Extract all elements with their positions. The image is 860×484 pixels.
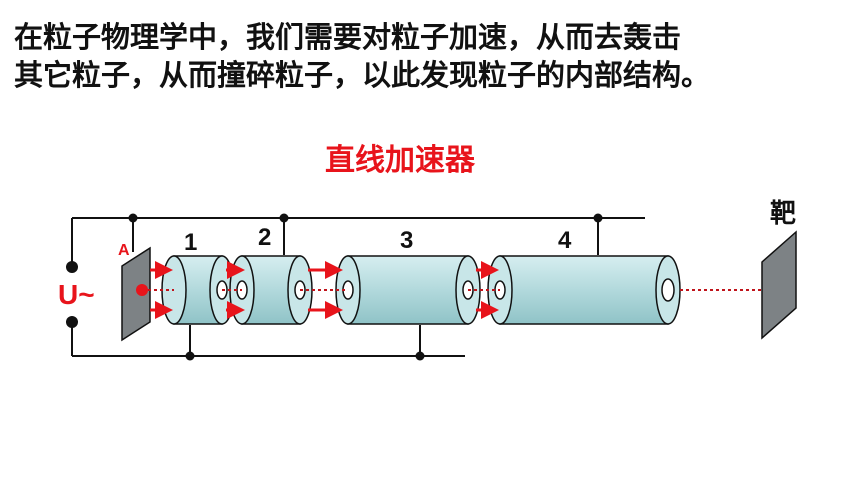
- intro-line-2: 其它粒子，从而撞碎粒子，以此发现粒子的内部结构。: [14, 58, 711, 92]
- target-label: 靶: [770, 198, 796, 228]
- electrode-label: A: [118, 242, 130, 259]
- intro-line-1: 在粒子物理学中，我们需要对粒子加速，从而去轰击: [14, 20, 682, 54]
- intro-text: 在粒子物理学中，我们需要对粒子加速，从而去轰击 其它粒子，从而撞碎粒子，以此发现…: [14, 18, 860, 94]
- tube-label-2: 2: [258, 224, 271, 251]
- wire-junctions: [128, 213, 603, 361]
- tube-label-3: 3: [400, 227, 413, 254]
- tube-label-4: 4: [558, 227, 572, 254]
- tube-label-1: 1: [184, 229, 197, 256]
- wires: [71, 217, 645, 357]
- electrode-plate-a: [121, 246, 151, 342]
- drift-tube-3: [335, 255, 481, 325]
- source-label: U~: [58, 279, 95, 310]
- diagram-title-wrap: 直线加速器: [0, 135, 860, 179]
- drift-tube-2: [229, 255, 313, 325]
- source-terminals: [66, 261, 78, 328]
- drift-tube-4: [487, 255, 681, 325]
- diagram-title: 直线加速器: [325, 143, 475, 178]
- target-plate: [761, 230, 797, 340]
- field-arrows: [150, 261, 499, 319]
